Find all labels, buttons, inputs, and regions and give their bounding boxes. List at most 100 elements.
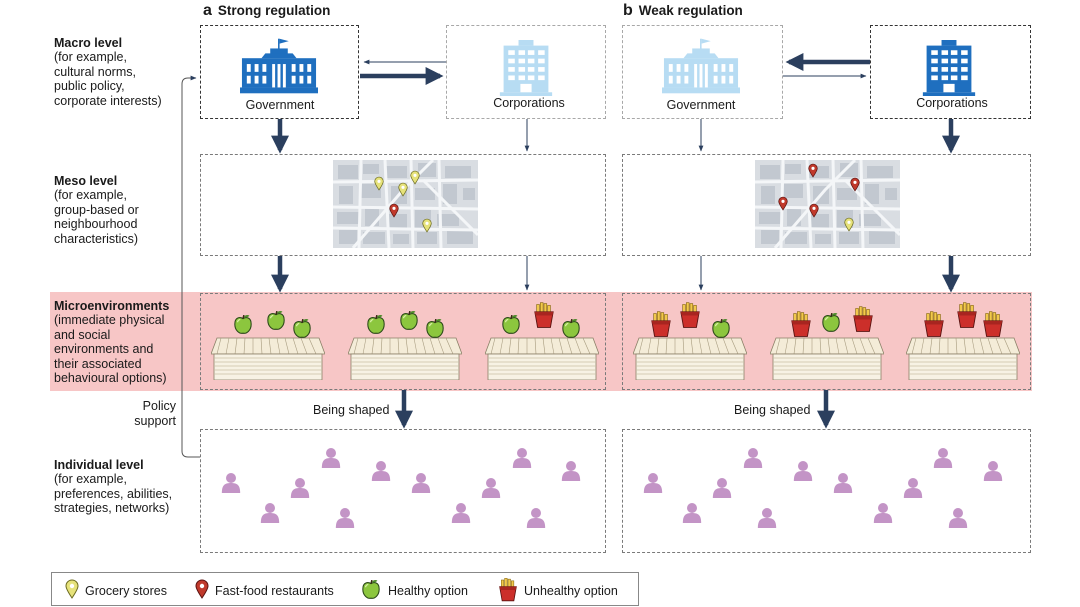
a-person-8	[481, 478, 501, 498]
b-stall-1	[633, 337, 747, 380]
micro-desc-4: behavioural options)	[54, 371, 167, 385]
b-government-icon	[662, 38, 740, 94]
macro-desc-3: corporate interests)	[54, 93, 162, 108]
b-stall-2-fries-1	[791, 311, 811, 337]
b-person-8	[903, 478, 923, 498]
micro-desc-1: and social	[54, 327, 111, 342]
meso-desc-1: group-based or	[54, 202, 139, 217]
policy-support-line-0: Policy	[142, 399, 176, 413]
individual-desc-1: preferences, abilities,	[54, 486, 173, 501]
a-person-2	[512, 448, 532, 468]
policy-support-line	[181, 75, 200, 458]
legend-fastfood-label: Fast-food restaurants	[215, 584, 334, 598]
b-person-7	[833, 473, 853, 493]
a-person-1	[321, 448, 341, 468]
micro-desc-3: their associated	[54, 356, 142, 371]
a-stall-1-apple-1	[234, 315, 252, 335]
b-neighbourhood-map	[755, 160, 900, 248]
b-stall-1-fries-1	[651, 311, 671, 337]
panel-a-letter: a	[203, 2, 212, 19]
legend-grocery-pin-icon	[65, 579, 79, 599]
meso-desc-3: characteristics)	[54, 231, 139, 246]
a-person-5	[221, 473, 241, 493]
a-micro-box	[200, 293, 606, 390]
a-government-label: Government	[245, 98, 315, 112]
a-stall-2-apple-1	[367, 315, 385, 335]
b-government-box	[622, 25, 783, 119]
b-corporations-box	[870, 25, 1031, 119]
b-person-11	[873, 503, 893, 523]
a-corporations-label: Corporations	[493, 96, 565, 110]
b-person-12	[948, 508, 968, 528]
micro-desc-0: (immediate physical	[54, 313, 165, 327]
b-government-label: Government	[666, 98, 736, 112]
a-individual-box	[200, 429, 606, 553]
a-stall-2-apple-3	[426, 319, 444, 339]
b-corporations-label: Corporations	[916, 96, 988, 110]
meso-desc-0: (for example,	[54, 188, 127, 202]
b-person-1	[743, 448, 763, 468]
a-person-12	[526, 508, 546, 528]
micro-title: Microenvironments	[54, 299, 170, 313]
a-stall-2-apple-2	[400, 311, 418, 331]
legend: Grocery stores Fast-food restaurants Hea…	[51, 572, 639, 606]
b-stall-2	[770, 337, 884, 380]
macro-desc-1: cultural norms,	[54, 64, 136, 79]
legend-grocery-label: Grocery stores	[85, 584, 167, 598]
a-stall-1	[211, 337, 325, 380]
b-person-3	[793, 461, 813, 481]
b-stall-2-fries-2	[853, 306, 873, 332]
micro-label: Microenvironments (immediate physical an…	[54, 299, 169, 386]
a-neighbourhood-map	[333, 160, 478, 248]
a-stall-1-apple-3	[293, 319, 311, 339]
a-person-10	[335, 508, 355, 528]
a-stall-3-fries-1	[534, 302, 554, 328]
a-corporations-box	[446, 25, 606, 119]
a-person-7	[411, 473, 431, 493]
b-stall-1-fries-2	[680, 302, 700, 328]
policy-support-label: Policy support	[128, 399, 176, 429]
legend-apple-icon	[362, 580, 380, 600]
a-stall-3	[485, 337, 599, 380]
legend-unhealthy-label: Unhealthy option	[524, 584, 618, 598]
b-stall-3-fries-1	[924, 311, 944, 337]
b-stall-3	[906, 337, 1020, 380]
meso-title: Meso level	[54, 174, 118, 188]
macro-title: Macro level	[54, 36, 123, 50]
macro-desc-0: (for example,	[54, 50, 127, 64]
a-person-4	[561, 461, 581, 481]
policy-support-line-1: support	[134, 414, 176, 428]
micro-desc-2: environments and	[54, 342, 154, 356]
macro-label: Macro level (for example, cultural norms…	[54, 36, 162, 108]
a-corporations-icon	[499, 40, 553, 96]
meso-label: Meso level (for example, group-based or …	[54, 174, 139, 246]
b-person-9	[682, 503, 702, 523]
b-person-4	[983, 461, 1003, 481]
individual-desc-0: (for example,	[54, 472, 127, 486]
a-government-box	[200, 25, 359, 119]
individual-title: Individual level	[54, 458, 144, 472]
panel-b-title-text: Weak regulation	[638, 3, 743, 18]
b-stall-3-fries-3	[983, 311, 1003, 337]
b-person-5	[643, 473, 663, 493]
a-government-icon	[240, 38, 318, 94]
b-meso-box	[622, 154, 1031, 256]
b-stall-3-fries-2	[957, 302, 977, 328]
panel-b-letter: b	[623, 2, 633, 19]
individual-desc-2: strategies, networks)	[54, 501, 170, 515]
meso-desc-2: neighbourhood	[54, 217, 138, 231]
b-being-shaped-label: Being shaped	[734, 403, 811, 417]
b-person-10	[757, 508, 777, 528]
a-person-9	[260, 503, 280, 523]
b-stall-2-apple-1	[822, 313, 840, 333]
b-corporations-icon	[922, 40, 976, 96]
panel-b-title: b Weak regulation	[623, 2, 743, 20]
b-micro-box	[622, 293, 1031, 390]
individual-label: Individual level (for example, preferenc…	[54, 458, 172, 516]
a-person-3	[371, 461, 391, 481]
a-stall-3-apple-2	[562, 319, 580, 339]
b-person-6	[712, 478, 732, 498]
a-meso-box	[200, 154, 606, 256]
